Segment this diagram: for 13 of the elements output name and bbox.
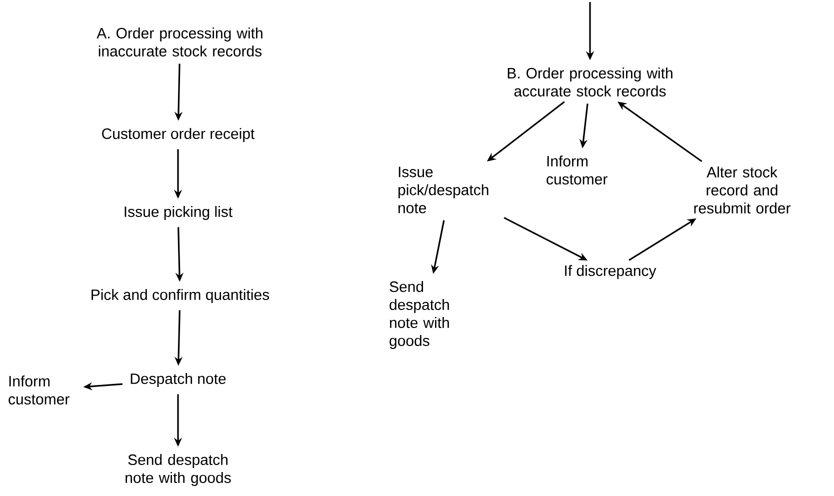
flow-step-text: If discrepancy xyxy=(565,265,656,279)
flow-step-text: Send despatch note with goods xyxy=(390,281,449,349)
flow-step-text: Send despatch note with goods xyxy=(126,454,231,486)
flow-step-text: Alter stock record and resubmit order xyxy=(694,166,790,214)
flow-step-text: Issue pick/despatch note xyxy=(398,166,488,214)
flow-step-text: A. Order processing with inaccurate stock records xyxy=(96,28,262,56)
flow-step-text: Inform customer xyxy=(8,376,70,404)
flow-step-text: Despatch note xyxy=(130,373,226,387)
flow-step-text: Issue picking list xyxy=(124,206,232,220)
flow-step-text: Inform customer xyxy=(546,156,608,184)
flow-step-text: Customer order receipt xyxy=(102,128,255,142)
flow-step-text: Pick and confirm quantities xyxy=(92,289,270,303)
flow-step-text: B. Order processing with accurate stock records xyxy=(508,68,672,96)
